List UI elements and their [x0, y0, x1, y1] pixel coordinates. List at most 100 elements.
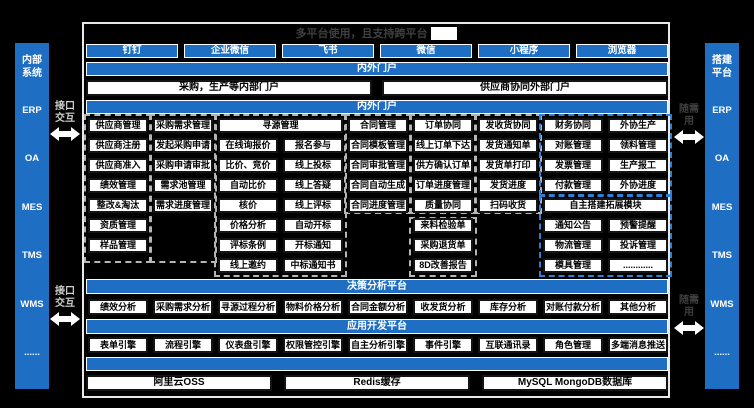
analysis-box: 寻源过程分析 — [218, 299, 278, 315]
system-label: OA — [24, 153, 40, 164]
app-dev-band: 应用开发平台 — [86, 319, 668, 334]
module-box: 物流管理 — [543, 238, 603, 253]
analysis-box: 收发货分析 — [413, 299, 473, 315]
analysis-box: 其他分析 — [608, 299, 668, 315]
client-app-button: 微信 — [380, 44, 472, 58]
module-box: 供应商注册 — [88, 138, 148, 153]
module-box: 线上答疑 — [283, 178, 343, 193]
left-connector-bottom: 接口 交互 — [48, 286, 82, 327]
module-box: 自动比价 — [218, 178, 278, 193]
module-box: 线上投标 — [283, 158, 343, 173]
system-label: ERP — [712, 104, 732, 116]
client-app-button: 钉钉 — [86, 44, 178, 58]
bidirectional-arrow-icon — [674, 130, 704, 144]
module-box: 整改&淘汰 — [88, 198, 148, 213]
module-box: 采购申请审批 — [153, 158, 213, 173]
storage-box: 阿里云OSS — [86, 375, 272, 391]
build-platform-title: 搭建 平台 — [712, 55, 732, 79]
analysis-box: 合同金额分析 — [348, 299, 408, 315]
module-header: 寻源管理 — [218, 118, 343, 133]
analysis-box: 绩效分析 — [88, 299, 148, 315]
module-box: 供方确认订单 — [413, 158, 473, 173]
module-box: 比价、竞价 — [218, 158, 278, 173]
module-box: 中标通知书 — [283, 258, 343, 273]
finance-outsourcing-column: 财务协同 对账管理发票管理付款管理 外协生产 领料管理生产报工外协进度 自主搭建… — [543, 118, 668, 273]
diagram-title: 多平台使用，且支持跨平台 — [82, 25, 670, 41]
right-connector-bottom: 随需 用 — [672, 295, 706, 336]
storage-box: Redis缓存 — [284, 375, 470, 391]
module-box: 对账管理 — [543, 138, 603, 153]
module-box: 发货进度 — [478, 178, 538, 193]
system-label: ERP — [22, 104, 42, 116]
system-label: TMS — [21, 250, 43, 261]
portal-band-inner: 内外门户 — [86, 100, 668, 114]
module-box: 需求进度管理 — [153, 198, 213, 213]
bidirectional-arrow-icon — [674, 321, 704, 335]
engine-box: 仪表盘引擎 — [218, 337, 278, 353]
engine-box: 多端消息推送 — [608, 337, 668, 353]
module-box: 外协进度 — [608, 178, 668, 193]
module-box: 发起采购申请 — [153, 138, 213, 153]
module-box: 评标条例 — [218, 238, 278, 253]
module-box: 在线询报价 — [218, 138, 278, 153]
module-box: 订单进度管理 — [413, 178, 473, 193]
module-box: 领料管理 — [608, 138, 668, 153]
on-demand-use-label: 随需 用 — [679, 104, 699, 127]
analysis-box: 库存分析 — [478, 299, 538, 315]
on-demand-use-label: 随需 用 — [679, 295, 699, 318]
module-header: 采购需求管理 — [153, 118, 213, 133]
module-box: 样品管理 — [88, 238, 148, 253]
system-label: ...... — [714, 347, 730, 358]
module-box: 自动开标 — [283, 218, 343, 233]
module-box: 合同进度管理 — [348, 198, 408, 213]
system-label: ...... — [24, 347, 40, 358]
diagram-title-text: 多平台使用，且支持跨平台 — [295, 28, 428, 40]
analysis-box: 采购需求分析 — [153, 299, 213, 315]
module-box: 付款管理 — [543, 178, 603, 193]
module-box: 扫码收货 — [478, 198, 538, 213]
internal-systems-title: 内部 系统 — [22, 55, 42, 79]
module-header: 订单协同 — [413, 118, 473, 133]
engine-box: 角色管理 — [543, 337, 603, 353]
module-box: 模具管理 — [543, 258, 603, 273]
module-box: 发货单打印 — [478, 158, 538, 173]
client-app-button: 浏览器 — [576, 44, 668, 58]
analysis-box: 对账付款分析 — [543, 299, 603, 315]
system-label: WMS — [20, 298, 44, 310]
module-box: 价格分析 — [218, 218, 278, 233]
storage-box: MySQL MongoDB数据库 — [482, 375, 668, 391]
module-box: 投诉管理 — [608, 238, 668, 253]
engine-box: 事件引擎 — [413, 337, 473, 353]
module-box: 预警提醒 — [608, 218, 668, 233]
engine-box: 表单引擎 — [88, 337, 148, 353]
module-box: 资质管理 — [88, 218, 148, 233]
system-label: TMS — [711, 250, 733, 261]
left-connector-top: 接口 交互 — [48, 101, 82, 142]
engine-box: 自主分析引擎 — [348, 337, 408, 353]
bidirectional-arrow-icon — [50, 312, 80, 326]
bidirectional-arrow-icon — [50, 127, 80, 141]
client-apps-row: 钉钉企业微信飞书微信小程序浏览器 — [86, 44, 668, 58]
portal-row: 采购，生产等内部门户 供应商协同外部门户 — [86, 80, 668, 96]
interface-interaction-label: 接口 交互 — [55, 101, 75, 124]
demand-column: 采购需求管理 发起采购申请采购申请审批需求池管理需求进度管理 — [153, 118, 213, 213]
module-header: 发收货协同 — [478, 118, 538, 133]
engine-box: 流程引擎 — [153, 337, 213, 353]
sourcing-column: 寻源管理 在线询报价比价、竞价自动比价核价价格分析评标条例线上邀约 报名参与线上… — [218, 118, 343, 273]
module-header: 财务协同 — [543, 118, 603, 133]
shipping-column: 发收货协同 发货通知单发货单打印发货进度扫码收货 — [478, 118, 538, 213]
storage-row: 阿里云OSS Redis缓存 MySQL MongoDB数据库 — [86, 375, 668, 391]
module-box: 8D改善报告 — [413, 258, 473, 273]
analysis-box: 物料价格分析 — [283, 299, 343, 315]
system-label: OA — [714, 153, 730, 164]
module-box: 核价 — [218, 198, 278, 213]
interface-interaction-label: 接口 交互 — [55, 286, 75, 309]
module-box: 绩效管理 — [88, 178, 148, 193]
contract-column: 合同管理 合同模板管理合同审批管理合同自动生成合同进度管理 — [348, 118, 408, 213]
analysis-row: 绩效分析采购需求分析寻源过程分析物料价格分析合同金额分析收发货分析库存分析对账付… — [88, 299, 668, 315]
